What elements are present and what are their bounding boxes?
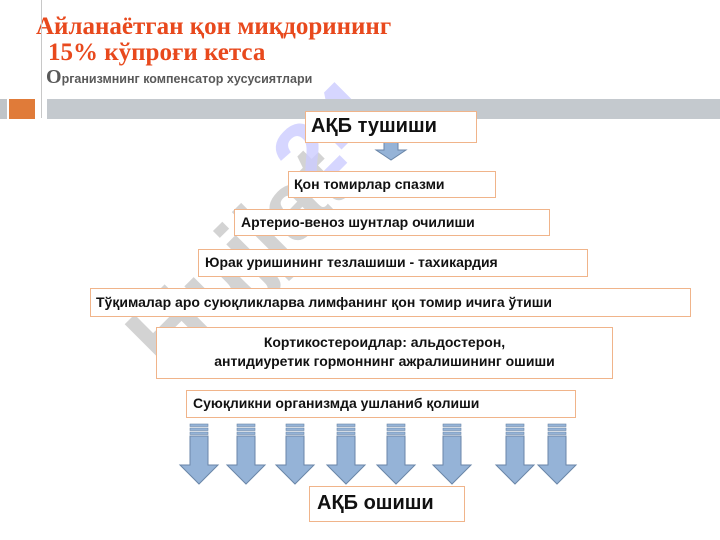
subtitle: Организмнинг компенсатор хусусиятлари bbox=[46, 66, 312, 89]
down-arrow-6 bbox=[431, 423, 473, 485]
flow-step-2: Артерио-веноз шунтлар очилиши bbox=[234, 209, 550, 236]
down-arrow-3 bbox=[274, 423, 316, 485]
down-arrow-4 bbox=[325, 423, 367, 485]
flow-top-box: АҚБ тушиши bbox=[305, 111, 477, 143]
flow-step-5: Кортикостероидлар: альдостерон, антидиур… bbox=[156, 327, 613, 379]
flow-step-6: Суюқликни организмда ушланиб қолиши bbox=[186, 390, 576, 418]
flow-step-5-line-1: Кортикостероидлар: альдостерон, bbox=[263, 334, 506, 350]
title-line-1: Айланаётган қон миқдорининг bbox=[36, 13, 392, 40]
flow-step-4: Тўқималар аро суюқликларва лимфанинг қон… bbox=[90, 288, 691, 317]
flow-bottom-box: АҚБ ошиши bbox=[309, 486, 465, 522]
subtitle-text: рганизмнинг компенсатор хусусиятлари bbox=[61, 72, 313, 86]
down-arrow-7 bbox=[494, 423, 536, 485]
down-arrow-2 bbox=[225, 423, 267, 485]
down-arrow-1 bbox=[178, 423, 220, 485]
down-arrow-5 bbox=[375, 423, 417, 485]
header-divider-line bbox=[41, 0, 42, 118]
header-bar-left-grey bbox=[0, 99, 7, 119]
title-line-2: 15% кўпроғи кетса bbox=[48, 39, 266, 66]
header-bar-right bbox=[47, 99, 720, 119]
subtitle-initial: О bbox=[46, 66, 62, 88]
down-arrow-8 bbox=[536, 423, 578, 485]
flow-step-1: Қон томирлар спазми bbox=[288, 171, 496, 198]
down-arrow-top bbox=[374, 139, 408, 161]
flow-step-5-line-2: антидиуретик гормоннинг ажралишининг оши… bbox=[214, 353, 555, 369]
header-bar-orange bbox=[9, 99, 35, 119]
flow-step-3: Юрак уришининг тезлашиши - тахикардия bbox=[198, 249, 588, 277]
